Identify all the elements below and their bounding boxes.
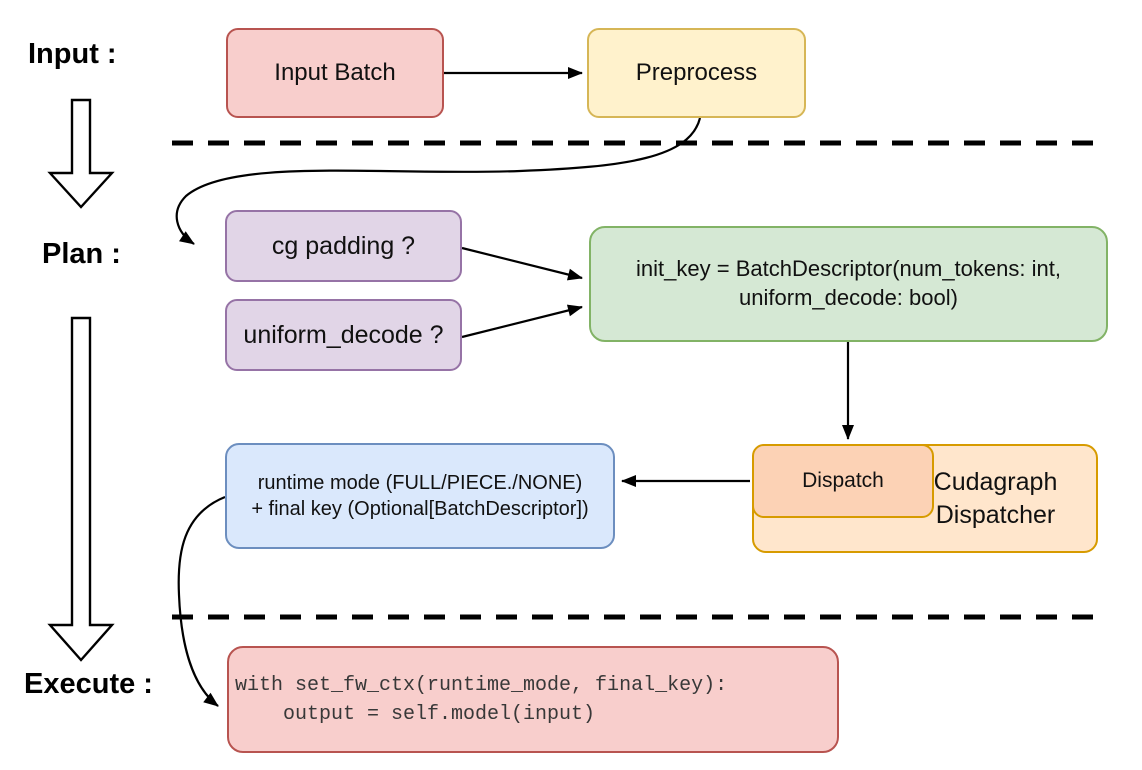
- init-key-line1: init_key = BatchDescriptor(num_tokens: i…: [636, 256, 1061, 282]
- hollow-arrow-plan-to-execute: [47, 316, 115, 662]
- arrow-cg-padding-to-init-key: [461, 246, 583, 281]
- input-batch-label: Input Batch: [274, 59, 396, 87]
- uniform-decode-node: uniform_decode ?: [225, 299, 462, 371]
- dispatch-label: Dispatch: [802, 469, 884, 493]
- execute-code-node: with set_fw_ctx(runtime_mode, final_key)…: [227, 646, 839, 753]
- hollow-arrow-input-to-plan: [47, 98, 115, 209]
- dispatcher-line2: Dispatcher: [935, 500, 1056, 529]
- exec-code-line2: output = self.model(input): [235, 702, 596, 726]
- phase-label-execute: Execute :: [24, 668, 153, 700]
- arrow-runtime-mode-to-exec-code: [177, 495, 226, 707]
- dispatcher-line1: Cudagraph: [933, 468, 1058, 496]
- phase-label-plan: Plan :: [42, 238, 121, 270]
- input-batch-node: Input Batch: [226, 28, 444, 118]
- arrow-uniform-decode-to-init-key: [461, 304, 583, 339]
- init-key-line2: uniform_decode: bool): [739, 285, 958, 310]
- uniform-decode-label: uniform_decode ?: [243, 320, 444, 349]
- init-key-node: init_key = BatchDescriptor(num_tokens: i…: [589, 226, 1108, 342]
- runtime-mode-line1: runtime mode (FULL/PIECE./NONE): [257, 472, 583, 494]
- runtime-mode-line2: + final key (Optional[BatchDescriptor]): [251, 498, 589, 520]
- dispatch-node: Dispatch: [752, 444, 934, 518]
- cg-padding-label: cg padding ?: [271, 231, 416, 260]
- phase-label-input: Input :: [28, 38, 117, 70]
- exec-code-line1: with set_fw_ctx(runtime_mode, final_key)…: [235, 673, 728, 697]
- runtime-mode-node: runtime mode (FULL/PIECE./NONE) + final …: [225, 443, 615, 549]
- preprocess-node: Preprocess: [587, 28, 806, 118]
- preprocess-label: Preprocess: [635, 59, 758, 87]
- cg-padding-node: cg padding ?: [225, 210, 462, 282]
